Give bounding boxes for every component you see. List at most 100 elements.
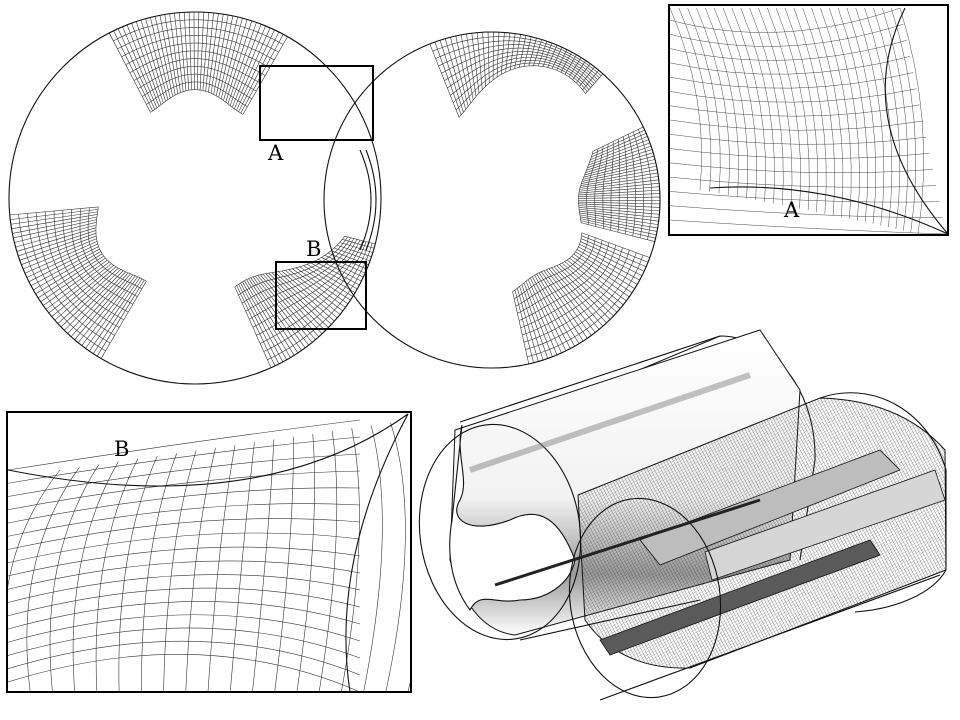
mesh-line — [670, 56, 910, 75]
right-rotor-mesh — [323, 31, 661, 369]
mesh-line — [118, 455, 158, 692]
female-rotor-ridge-1 — [639, 449, 901, 566]
mesh-line — [8, 574, 361, 603]
inset-b-rotor-edge — [345, 413, 409, 692]
rotor-cross-section: A B — [8, 11, 661, 385]
mesh-line — [8, 453, 361, 497]
mesh-line — [525, 252, 637, 350]
inset-b-frame — [6, 411, 412, 693]
seal-curve — [365, 149, 377, 251]
mesh-line — [141, 453, 177, 692]
mesh-line — [8, 469, 61, 692]
inset-b-zoom: B — [6, 411, 412, 693]
mesh-line — [44, 211, 120, 328]
mesh-line — [72, 461, 119, 692]
mesh-line — [26, 467, 80, 692]
detail-box-b — [275, 261, 367, 330]
mesh-line — [249, 239, 358, 320]
mesh-line — [385, 422, 406, 692]
casing-right-end — [819, 392, 947, 613]
mesh-line — [670, 7, 901, 33]
inset-b-mesh — [8, 413, 411, 692]
mesh-line — [8, 640, 361, 676]
mesh-line — [670, 162, 933, 174]
mesh-line — [775, 7, 810, 211]
inset-a-zoom: A — [668, 4, 949, 236]
mesh-line — [622, 136, 628, 235]
mesh-line — [95, 206, 147, 282]
left-rotor-mesh — [8, 11, 382, 385]
mesh-line — [514, 235, 589, 300]
mesh-line — [517, 240, 603, 314]
mesh-line — [113, 19, 284, 45]
inset-a-label: A — [783, 198, 800, 222]
mesh-line — [455, 62, 588, 111]
mesh-line — [207, 444, 236, 692]
rotor-bore-outline — [8, 11, 382, 385]
mesh-line — [637, 129, 653, 240]
mesh-line — [740, 7, 775, 204]
mesh-line — [722, 7, 757, 201]
mesh-line — [71, 209, 133, 305]
mesh-line — [602, 143, 609, 229]
casing-top-edge — [459, 335, 721, 423]
mesh-line — [49, 464, 100, 692]
mesh-line — [8, 560, 361, 590]
mesh-line — [363, 425, 383, 692]
mesh-line — [8, 470, 361, 511]
mesh-line — [432, 36, 602, 77]
mesh-line — [9, 206, 99, 216]
mesh-line — [586, 148, 599, 225]
mesh-line — [864, 7, 893, 228]
mesh-line — [252, 439, 275, 692]
mesh-line — [450, 57, 591, 96]
mesh-line — [515, 237, 596, 307]
mesh-line — [234, 236, 345, 288]
mesh-line — [802, 7, 835, 216]
mesh-line — [820, 7, 852, 219]
mesh-line — [108, 32, 151, 113]
mesh-line — [670, 7, 702, 191]
mesh-line — [129, 50, 266, 76]
female-rotor-ridge-2 — [599, 539, 881, 656]
mesh-line — [714, 7, 748, 199]
mesh-line — [767, 7, 801, 209]
mesh-line — [142, 73, 252, 100]
mesh-line — [520, 245, 616, 329]
inset-a-rotor-edge — [884, 7, 948, 235]
mesh-line — [8, 487, 361, 524]
mesh-line — [837, 7, 868, 223]
mesh-line — [670, 104, 920, 117]
mesh-line — [274, 436, 294, 692]
mesh-line — [749, 7, 784, 206]
mesh-line — [811, 7, 844, 218]
detail-label-b: B — [306, 237, 321, 261]
mesh-line — [150, 89, 244, 115]
mesh-line — [8, 532, 361, 564]
mesh-line — [8, 587, 361, 617]
mesh-line — [731, 7, 766, 202]
mesh-line — [523, 250, 630, 343]
seal-curve — [359, 149, 372, 251]
mesh-line — [53, 210, 124, 321]
mesh-line — [318, 431, 338, 692]
mesh-line — [133, 58, 261, 84]
mesh-line — [447, 54, 593, 89]
mesh-line — [670, 88, 917, 103]
mesh-line — [617, 139, 620, 233]
mesh-line — [846, 7, 876, 224]
mesh-line — [229, 442, 255, 692]
mesh-line — [522, 247, 623, 336]
mesh-line — [259, 241, 367, 344]
mesh-line — [670, 40, 907, 61]
detail-box-a — [259, 65, 374, 141]
casing-front-right — [568, 497, 722, 699]
mesh-line — [185, 447, 216, 692]
mesh-line — [238, 236, 348, 296]
rotor-3d-view — [418, 329, 947, 701]
mesh-line — [137, 66, 257, 92]
mesh-line — [241, 237, 351, 304]
mesh-line — [87, 207, 143, 290]
mesh-line — [95, 458, 139, 692]
